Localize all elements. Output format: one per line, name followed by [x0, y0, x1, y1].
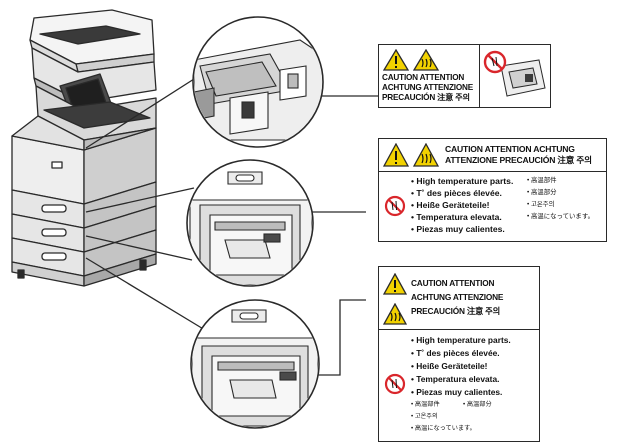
warning-icon [383, 143, 409, 167]
warning-icon [383, 49, 409, 71]
label3-cjk-row-1: • 高温部件 [411, 401, 440, 408]
label3-header-line-3: PRECAUCIÓN 注意 주의 [411, 306, 501, 316]
caution-label-2: CAUTION ATTENTION ACHTUNG ATTENZIONE PRE… [378, 138, 607, 242]
label3-cjk-1: • 고온주의 [411, 413, 438, 420]
hot-surface-icon [413, 143, 439, 167]
caution-label-3: CAUTION ATTENTION ACHTUNG ATTENZIONE PRE… [378, 266, 540, 442]
label2-bullet-3: • Heiße Geräteteile! [411, 200, 490, 210]
hot-surface-icon [383, 303, 407, 325]
paper-tray-2 [11, 205, 157, 253]
label3-cjk-row-2: • 高溫部分 [463, 401, 492, 408]
label2-bullet-5: • Piezas muy calientes. [411, 224, 505, 234]
label1-header-line-1: CAUTION ATTENTION [382, 73, 465, 82]
label3-bullet-3: • Heiße Geräteteile! [411, 361, 488, 371]
label2-cjk-3: • 고온주의 [527, 201, 555, 208]
label1-header-line-3: PRECAUCIÓN 注意 주의 [382, 93, 470, 102]
caution-label-1: CAUTION ATTENTION ACHTUNG ATTENZIONE PRE… [378, 44, 551, 108]
label2-header-line-1: CAUTION ATTENTION ACHTUNG [445, 144, 575, 154]
label2-cjk-2: • 高溫部分 [527, 189, 557, 196]
label2-bullet-2: • T˚ des pièces élevée. [411, 188, 502, 198]
label2-bullet-1: • High temperature parts. [411, 176, 514, 186]
no-touch-illustration [483, 50, 546, 97]
label2-cjk-1: • 高温部件 [527, 177, 557, 184]
label3-header-line-2: ACHTUNG ATTENZIONE [411, 292, 504, 302]
label2-cjk-4: • 高温になっています。 [527, 213, 594, 220]
detail-circle-2 [186, 159, 314, 287]
no-touch-icon [384, 373, 406, 395]
no-touch-icon [384, 195, 406, 217]
label3-bullet-2: • T˚ des pièces élevée. [411, 348, 500, 358]
warning-icon [383, 273, 407, 295]
label3-header-line-1: CAUTION ATTENTION [411, 278, 495, 288]
label3-cjk-2: • 高温になっています。 [411, 425, 476, 432]
label3-bullet-1: • High temperature parts. [411, 335, 511, 345]
label2-bullet-4: • Temperatura elevata. [411, 212, 502, 222]
hot-surface-icon [413, 49, 439, 71]
detail-circle-3 [190, 299, 320, 429]
label2-header-line-2: ATTENZIONE PRECAUCIÓN 注意 주의 [445, 155, 592, 165]
detail-circle-1 [192, 16, 324, 148]
label3-bullet-4: • Temperatura elevata. [411, 374, 500, 384]
label3-bullet-5: • Piezas muy calientes. [411, 387, 503, 397]
printer [11, 9, 157, 287]
label1-header-line-2: ACHTUNG ATTENZIONE [382, 83, 474, 92]
